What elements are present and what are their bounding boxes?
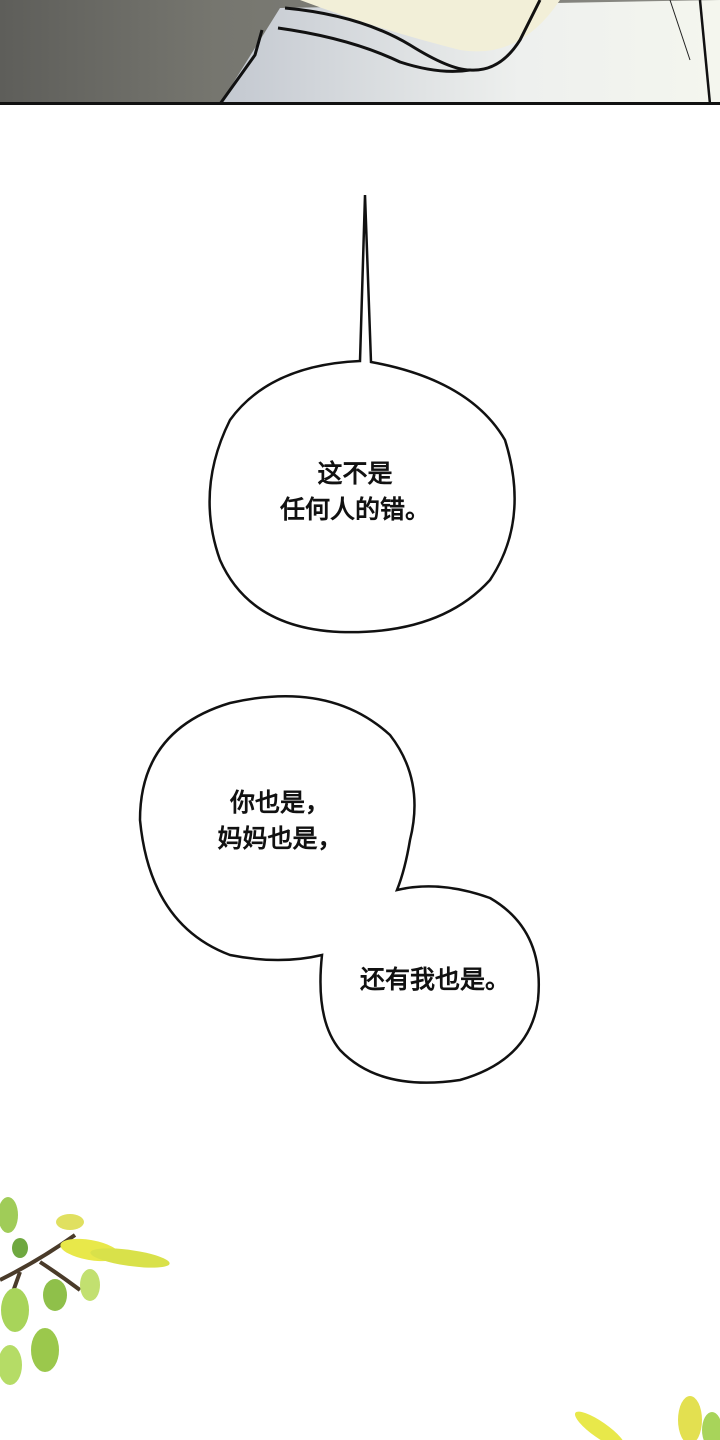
leafy-branch — [0, 1197, 170, 1385]
bubble-1-line-2: 任何人的错。 — [279, 495, 430, 524]
leaves-bottom-right — [575, 1396, 720, 1440]
bubble-3-line-1: 还有我也是。 — [359, 965, 510, 994]
top-panel — [0, 0, 720, 105]
bubble-2-line-2: 妈妈也是， — [217, 824, 343, 853]
bubble-1-text: 这不是 任何人的错。 — [260, 456, 450, 528]
bubble-2-line-1: 你也是， — [229, 788, 330, 817]
speech-bubble-1 — [208, 194, 516, 634]
speech-bubble-2 — [138, 694, 540, 1084]
bubble-1-line-1: 这不是 — [317, 459, 393, 488]
bubble-3-text: 还有我也是。 — [340, 962, 530, 998]
bubble-2-text: 你也是， 妈妈也是， — [195, 785, 365, 857]
